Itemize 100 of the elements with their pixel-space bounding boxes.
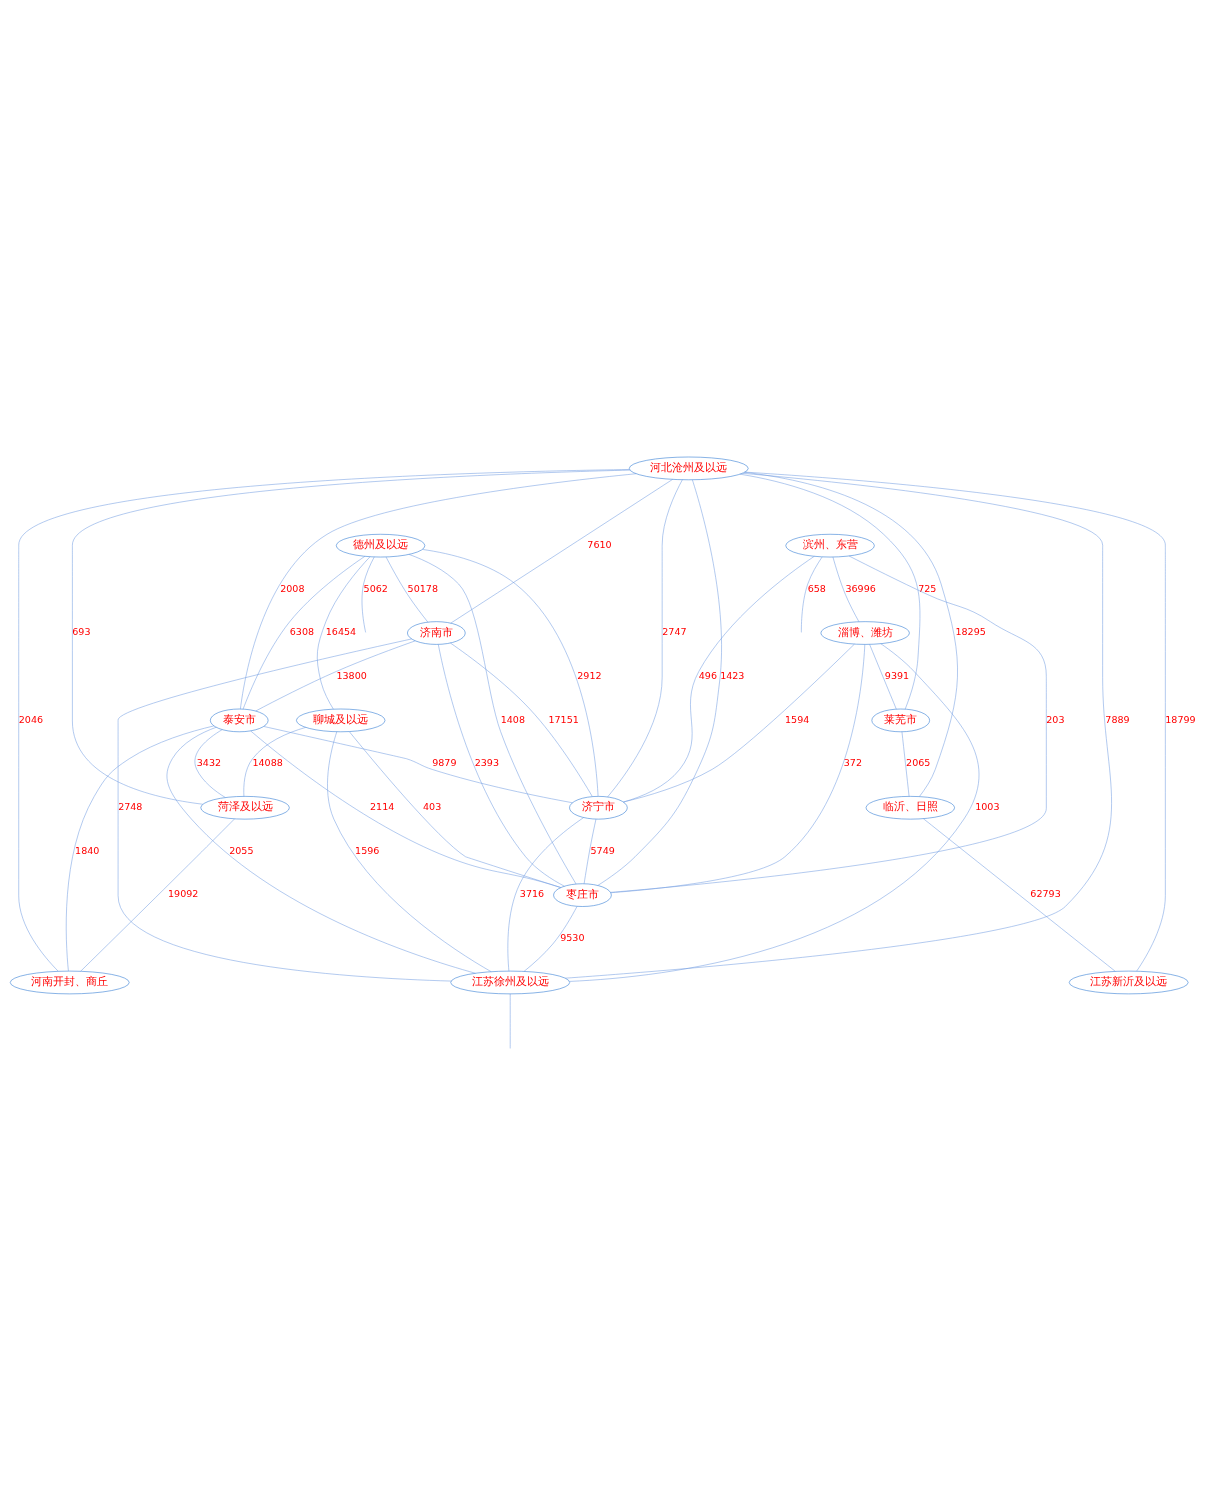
connector — [744, 471, 1166, 972]
edge-label: 2055 — [229, 844, 254, 856]
edge-label: 1408 — [500, 713, 526, 725]
connector — [565, 473, 1112, 979]
connector — [349, 731, 561, 888]
connector — [607, 479, 683, 798]
node-ellipse: 滨州、东营 — [785, 534, 875, 558]
edge-label: 13800 — [336, 670, 367, 682]
edge-label: 18295 — [955, 626, 986, 638]
connector — [869, 644, 897, 710]
node-ellipse: 泰安市 — [210, 708, 269, 733]
connector — [385, 556, 429, 623]
edge-label: 36996 — [845, 582, 876, 594]
edge-label: 17151 — [548, 713, 579, 725]
edge-label: 7889 — [1105, 713, 1130, 725]
connector — [507, 817, 584, 972]
connector — [569, 643, 980, 982]
edge-label: 1596 — [355, 844, 380, 856]
connector — [597, 479, 722, 886]
connector — [623, 556, 815, 803]
connector — [901, 731, 910, 797]
connector — [408, 554, 577, 885]
connector — [250, 730, 562, 888]
edge-label: 9530 — [560, 932, 585, 944]
edge-label: 2065 — [906, 757, 931, 769]
node-ellipse: 德州及以远 — [336, 534, 426, 558]
connector — [801, 556, 823, 633]
connector — [739, 473, 921, 710]
connector — [610, 555, 1047, 893]
connector — [509, 993, 511, 1049]
connector — [243, 727, 306, 797]
connector — [65, 725, 215, 972]
connector — [255, 640, 416, 712]
connector — [583, 818, 597, 885]
connector — [450, 642, 593, 797]
edge-label: 62793 — [1030, 888, 1061, 900]
node-ellipse: 聊城及以远 — [296, 708, 386, 733]
connector — [623, 643, 855, 803]
node-ellipse: 江苏徐州及以远 — [450, 970, 570, 995]
connector — [361, 556, 375, 633]
edge-label: 3432 — [196, 757, 222, 769]
edge-label: 1594 — [784, 713, 810, 725]
edge-label: 19092 — [167, 888, 199, 900]
node-ellipse: 淄博、潍坊 — [820, 621, 910, 645]
connector — [832, 556, 860, 623]
node-ellipse: 临沂、日照 — [865, 796, 955, 820]
node-ellipse: 河南开封、商丘 — [10, 970, 130, 995]
edge-label: 14088 — [252, 757, 283, 769]
edge-label: 9879 — [432, 757, 457, 769]
connector — [438, 644, 565, 887]
node-ellipse: 济南市 — [407, 621, 466, 645]
edge-label: 50178 — [407, 582, 438, 594]
connector — [317, 556, 371, 710]
edge-label: 1003 — [975, 801, 1000, 813]
edge-label: 2008 — [280, 582, 305, 594]
edge-label: 5749 — [590, 844, 615, 856]
edge-label: 372 — [843, 757, 863, 769]
edge-label: 2748 — [118, 801, 143, 813]
edge-label: 1840 — [75, 844, 100, 856]
connector — [422, 549, 599, 797]
node-ellipse: 江苏新沂及以远 — [1068, 970, 1189, 995]
node-ellipse: 河北沧州及以远 — [629, 456, 749, 481]
connector — [610, 644, 866, 893]
edge-label: 18799 — [1165, 713, 1196, 725]
edge-label: 6308 — [289, 626, 315, 638]
edge-label: 7610 — [587, 539, 612, 550]
connector — [240, 473, 637, 710]
edge-label: 203 — [1046, 713, 1065, 725]
edge-label: 16454 — [325, 626, 357, 638]
connector — [166, 727, 476, 974]
edge-label: 1423 — [720, 670, 745, 682]
edge-label: 9391 — [884, 670, 910, 682]
edge-label: 2114 — [370, 801, 395, 813]
connector — [523, 906, 578, 972]
connector — [194, 729, 226, 798]
edge-label: 725 — [918, 582, 937, 594]
connector — [744, 472, 958, 797]
edge-label: 658 — [807, 582, 826, 594]
edge-label: 3716 — [519, 888, 545, 900]
connector — [18, 469, 630, 972]
node-ellipse: 菏泽及以远 — [200, 796, 290, 820]
connector — [923, 818, 1116, 972]
node-ellipse: 莱芜市 — [871, 708, 930, 733]
edge-label: 496 — [698, 670, 717, 682]
connector — [80, 818, 235, 972]
connector — [242, 556, 366, 710]
edge-label: 5062 — [363, 582, 388, 594]
connector — [72, 469, 631, 805]
connector — [327, 731, 492, 972]
edge-label: 693 — [72, 626, 91, 638]
edge-label: 2046 — [18, 713, 44, 725]
edge-label: 2912 — [577, 670, 602, 682]
node-ellipse: 济宁市 — [569, 796, 628, 820]
edge-label: 2747 — [662, 626, 687, 638]
edge-label: 2393 — [474, 757, 499, 769]
connector — [117, 638, 452, 982]
connector — [263, 726, 573, 803]
node-ellipse: 枣庄市 — [553, 883, 612, 907]
edge-label: 403 — [422, 801, 442, 813]
connector — [450, 479, 674, 624]
